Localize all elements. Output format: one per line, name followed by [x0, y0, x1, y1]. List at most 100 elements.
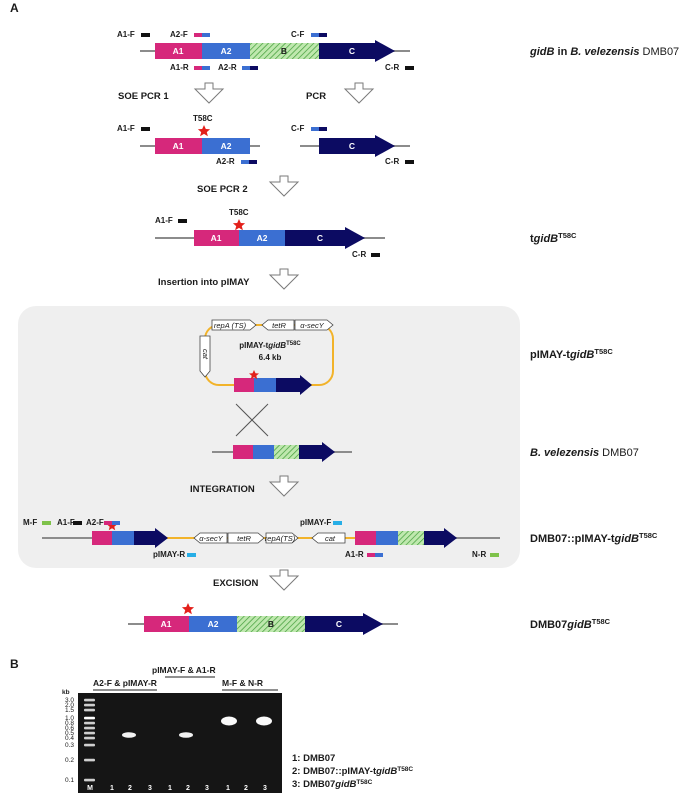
primer-cf-blue: [311, 127, 319, 131]
ladder-band: [84, 758, 95, 762]
gel-image: [78, 693, 282, 793]
gene-c-arrow: [319, 40, 395, 62]
gene-a1-label: A1: [161, 619, 172, 629]
secy-box: [294, 319, 334, 331]
gene-c-arrow: [134, 528, 168, 548]
gene-c-label: C: [349, 46, 355, 56]
locus-chromosome: [212, 442, 352, 462]
strain-label-integrated: DMB07::pIMAY-tgidBT58C: [530, 531, 658, 545]
primer-pimayr-label: pIMAY-R: [153, 550, 185, 559]
ladder-size-label: 0.3: [65, 742, 74, 749]
gel-band: [221, 716, 237, 726]
gene-c-label: C: [317, 233, 323, 243]
gene-a2: [189, 616, 237, 632]
gene-a1: [355, 531, 376, 545]
strain-label-chromosome: B. velezensis DMB07: [530, 447, 639, 459]
step-integration: INTEGRATION: [190, 484, 255, 495]
primer-cf-navy: [319, 127, 327, 131]
secy-label: α-secY: [300, 321, 324, 330]
gene-c-arrow: [305, 613, 383, 635]
ladder-size-label: 1.5: [65, 707, 74, 714]
ladder-band: [84, 698, 95, 702]
gel-band: [179, 732, 193, 738]
primer-pimayf: [333, 521, 342, 525]
gel-lane-label: 2: [244, 785, 248, 792]
primer-a2r-blue: [241, 160, 249, 164]
primer-a1f: [178, 219, 187, 223]
ladder-size-label: 0.6: [65, 725, 74, 732]
gene-a1: [234, 378, 254, 392]
primer-a2r-label: A2-R: [218, 63, 237, 72]
gel-group-2-label: pIMAY-F & A1-R: [152, 665, 216, 675]
gene-c-label: C: [349, 141, 355, 151]
locus-wildtype: A1 A2 B C A1-F A2-F C-F A1-R A2-R C-R: [117, 30, 414, 72]
ladder-band: [84, 778, 95, 782]
gel-lane-label: 3: [205, 785, 209, 792]
gene-b: [274, 445, 299, 459]
primer-cr-label: C-R: [385, 63, 399, 72]
gene-a1-label: A1: [173, 141, 184, 151]
gel-band: [256, 716, 272, 726]
primer-cf-label: C-F: [291, 124, 304, 133]
gene-c-arrow: [424, 528, 457, 548]
gel-lane-label: 2: [186, 785, 190, 792]
locus-soe1-product: T58C A1 A2 A1-F A2-R: [117, 114, 260, 166]
gel-group-3-label: M-F & N-R: [222, 678, 263, 688]
plasmid-name: pIMAY-tgidBT58C: [239, 341, 301, 350]
primer-cf-navy: [319, 33, 327, 37]
primer-a1f-label: A1-F: [117, 124, 135, 133]
gene-a2: [254, 378, 276, 392]
ladder-band: [84, 721, 95, 725]
gene-a1: [155, 138, 202, 154]
primer-mf-label: M-F: [23, 518, 37, 527]
gene-b: [250, 43, 319, 59]
primer-cf-blue: [311, 33, 319, 37]
primer-cr-label: C-R: [385, 157, 399, 166]
mutation-label: T58C: [229, 208, 249, 217]
primer-a2f-pink: [194, 33, 202, 37]
locus-tgidb: T58C A1 A2 C A1-F C-R: [155, 208, 385, 259]
primer-a2r-blue: [242, 66, 250, 70]
gel-bands: [122, 716, 272, 738]
gel-band: [122, 732, 136, 738]
ladder-band: [84, 743, 95, 747]
primer-pimayf-label: pIMAY-F: [300, 518, 331, 527]
ladder-band: [84, 716, 95, 720]
mutation-star-icon: [232, 219, 246, 231]
ladder-size-label: 0.8: [65, 720, 74, 727]
gel-group-1-label: A2-F & pIMAY-R: [93, 678, 157, 688]
gel-legend-3: 3: DMB07gidBT58C: [292, 779, 373, 790]
gel-lane-label: M: [87, 785, 93, 792]
primer-a1r-blue: [202, 66, 210, 70]
gel-lane-label: 3: [148, 785, 152, 792]
ladder-size-label: 0.5: [65, 730, 74, 737]
ladder-size-label: 1.0: [65, 715, 74, 722]
step-soe-pcr-1: SOE PCR 1: [118, 91, 169, 102]
mutation-star-icon: [107, 521, 117, 531]
primer-cr: [405, 66, 414, 70]
primer-a1f: [141, 33, 150, 37]
gene-a1: [155, 43, 202, 59]
primer-a2r-navy: [250, 66, 258, 70]
primer-a2f-pink: [104, 521, 112, 525]
step-insertion: Insertion into pIMAY: [158, 277, 250, 288]
gene-a2-label: A2: [221, 46, 232, 56]
mutation-label: T58C: [193, 114, 213, 123]
gel-lane-label: 1: [226, 785, 230, 792]
primer-a1r-label: A1-R: [170, 63, 189, 72]
down-arrow-icon: [268, 569, 300, 591]
mutation-star-icon: [181, 603, 195, 615]
locus-integrated: α-secY tetR repA(TS) cat M-F A1-F A2-F p…: [23, 518, 500, 559]
primer-a1f: [141, 127, 150, 131]
primer-a2r-navy: [249, 160, 257, 164]
primer-a1f: [73, 521, 82, 525]
gene-a1: [92, 531, 112, 545]
panel-a-label: A: [10, 1, 19, 15]
primer-a1f-label: A1-F: [117, 30, 135, 39]
gene-c-label: C: [336, 619, 342, 629]
step-arrows-1: SOE PCR 1 PCR: [118, 82, 375, 104]
ladder-band: [84, 708, 95, 712]
panel-b-label: B: [10, 657, 19, 671]
primer-a2f-blue: [202, 33, 210, 37]
